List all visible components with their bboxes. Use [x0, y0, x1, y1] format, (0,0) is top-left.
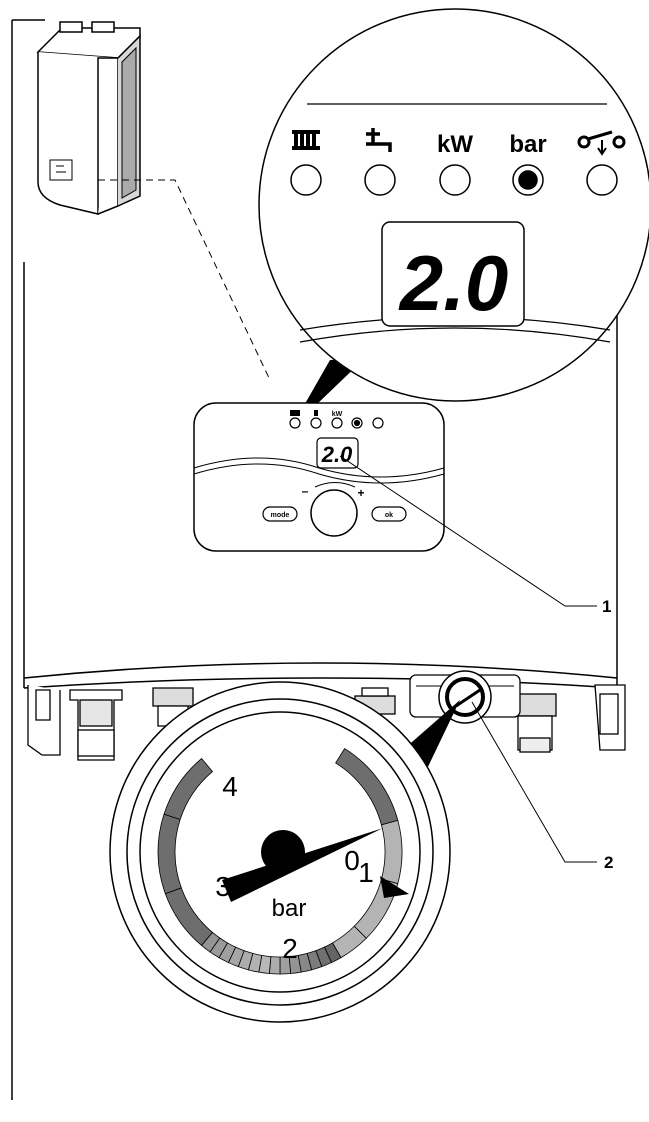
led-kw — [439, 164, 471, 196]
boiler-body — [23, 262, 618, 689]
callout-1-number: 1 — [602, 597, 611, 616]
service-key-icon — [577, 130, 626, 156]
gauge-scale-1: 1 — [358, 857, 374, 888]
kw-label: kW — [437, 131, 473, 158]
tap-icon — [366, 128, 392, 152]
control-panel: kW 2.0 – + mode ok — [193, 402, 445, 552]
pipe-fittings — [27, 684, 626, 761]
gauge-scale-2: 2 — [282, 933, 298, 964]
gauge-needle — [222, 828, 383, 902]
panel-display-value: 2.0 — [321, 442, 353, 467]
minus-label: – — [302, 484, 309, 498]
bar-label: bar — [509, 131, 546, 158]
gauge-red-marker — [380, 876, 409, 898]
gauge-arc-segment — [164, 887, 214, 947]
boiler-thumbnail — [36, 21, 141, 215]
radiator-icon — [292, 130, 320, 150]
zoom-magnifier — [258, 8, 649, 430]
zoom-display-value: 2.0 — [398, 239, 508, 327]
gauge-scale-4: 4 — [222, 771, 238, 802]
gauge-labels: 3 4 0 1 2 bar — [215, 771, 374, 964]
rotary-knob[interactable] — [310, 489, 358, 537]
callout-2-number: 2 — [604, 853, 613, 872]
gauge-arc-tick — [201, 931, 221, 953]
ok-button-label: ok — [385, 512, 393, 519]
mode-button[interactable] — [262, 506, 298, 522]
gauge-arc-segment — [163, 757, 214, 821]
ok-button[interactable] — [371, 506, 407, 522]
zoom-leds — [290, 164, 618, 196]
zoom-mode-icons: kW bar — [292, 128, 626, 158]
panel-display — [316, 437, 359, 469]
mounted-gauge — [409, 670, 521, 724]
led-bar-active — [518, 170, 538, 190]
callout-1: 1 — [339, 455, 611, 616]
led-service — [586, 164, 618, 196]
gauge-arc-segment — [157, 813, 182, 895]
led-hot-water — [364, 164, 396, 196]
dashed-leader — [98, 179, 271, 381]
gauge-unit: bar — [272, 895, 307, 922]
zoom-display: 2.0 — [381, 221, 525, 327]
callout-2: 2 — [471, 701, 613, 872]
gauge-scale-0: 0 — [344, 845, 360, 876]
svg-text:kW: kW — [332, 411, 343, 418]
plus-label: + — [357, 486, 364, 500]
mode-button-label: mode — [271, 512, 290, 519]
led-heating — [290, 164, 322, 196]
